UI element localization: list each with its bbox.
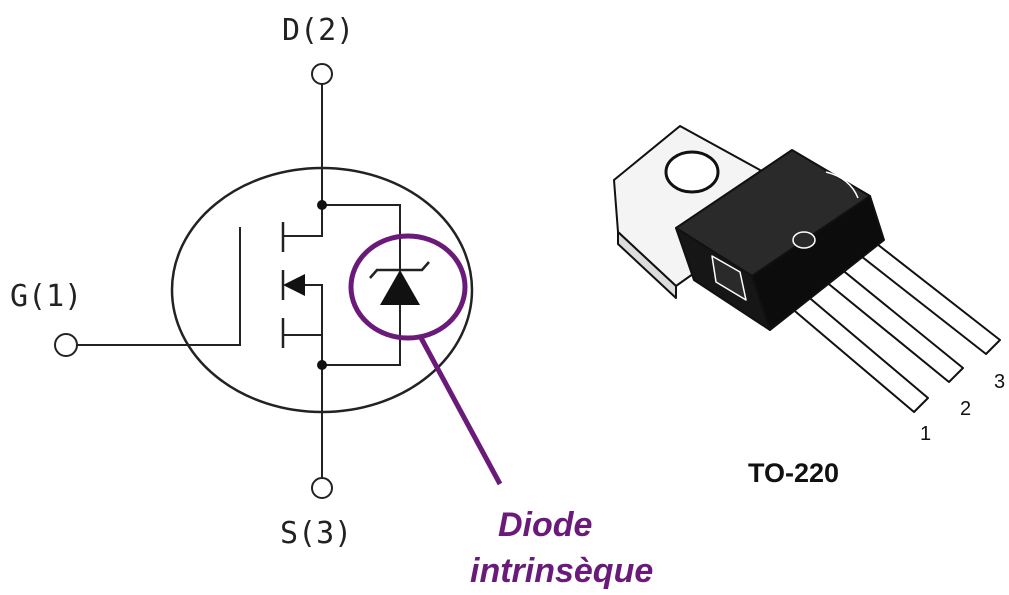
package-tab-edge	[617, 231, 677, 299]
gate-label: G(1)	[10, 279, 82, 314]
source-label: S(3)	[280, 516, 352, 551]
diode-wire-bottom	[322, 305, 401, 366]
junction-dot-drain	[317, 200, 327, 210]
junction-dot-source	[317, 360, 327, 370]
package-name: TO-220	[748, 458, 839, 488]
source-terminal[interactable]	[311, 477, 333, 499]
annotation-line-2: intrinsèque	[470, 552, 653, 590]
body-dimple-icon	[792, 231, 816, 249]
gate-lead	[77, 227, 241, 346]
body-arrow-icon	[283, 274, 305, 296]
package-leads	[769, 225, 1001, 413]
pin-number-3: 3	[994, 371, 1005, 393]
mounting-hole-icon	[664, 150, 720, 194]
annotation-line-1: Diode	[498, 506, 592, 544]
gate-terminal[interactable]	[54, 333, 78, 357]
drain-connection	[283, 205, 323, 237]
body-corner-relief	[825, 171, 859, 199]
pin-number-1: 1	[920, 423, 931, 445]
diode-triangle-icon	[380, 270, 420, 305]
mosfet-symbol	[54, 63, 474, 499]
body-connection	[300, 284, 323, 365]
drain-terminal[interactable]	[311, 63, 333, 85]
highlight-pointer	[417, 334, 503, 486]
drain-label: D(2)	[282, 13, 354, 48]
highlight-circle	[348, 233, 468, 341]
diode-highlight	[348, 233, 503, 486]
diode-wire-top	[322, 204, 401, 270]
package-body-side	[751, 195, 885, 331]
zener-bar	[369, 261, 430, 279]
pin-number-2: 2	[960, 398, 971, 420]
body-notch	[711, 255, 747, 301]
to220-package	[613, 125, 1001, 413]
